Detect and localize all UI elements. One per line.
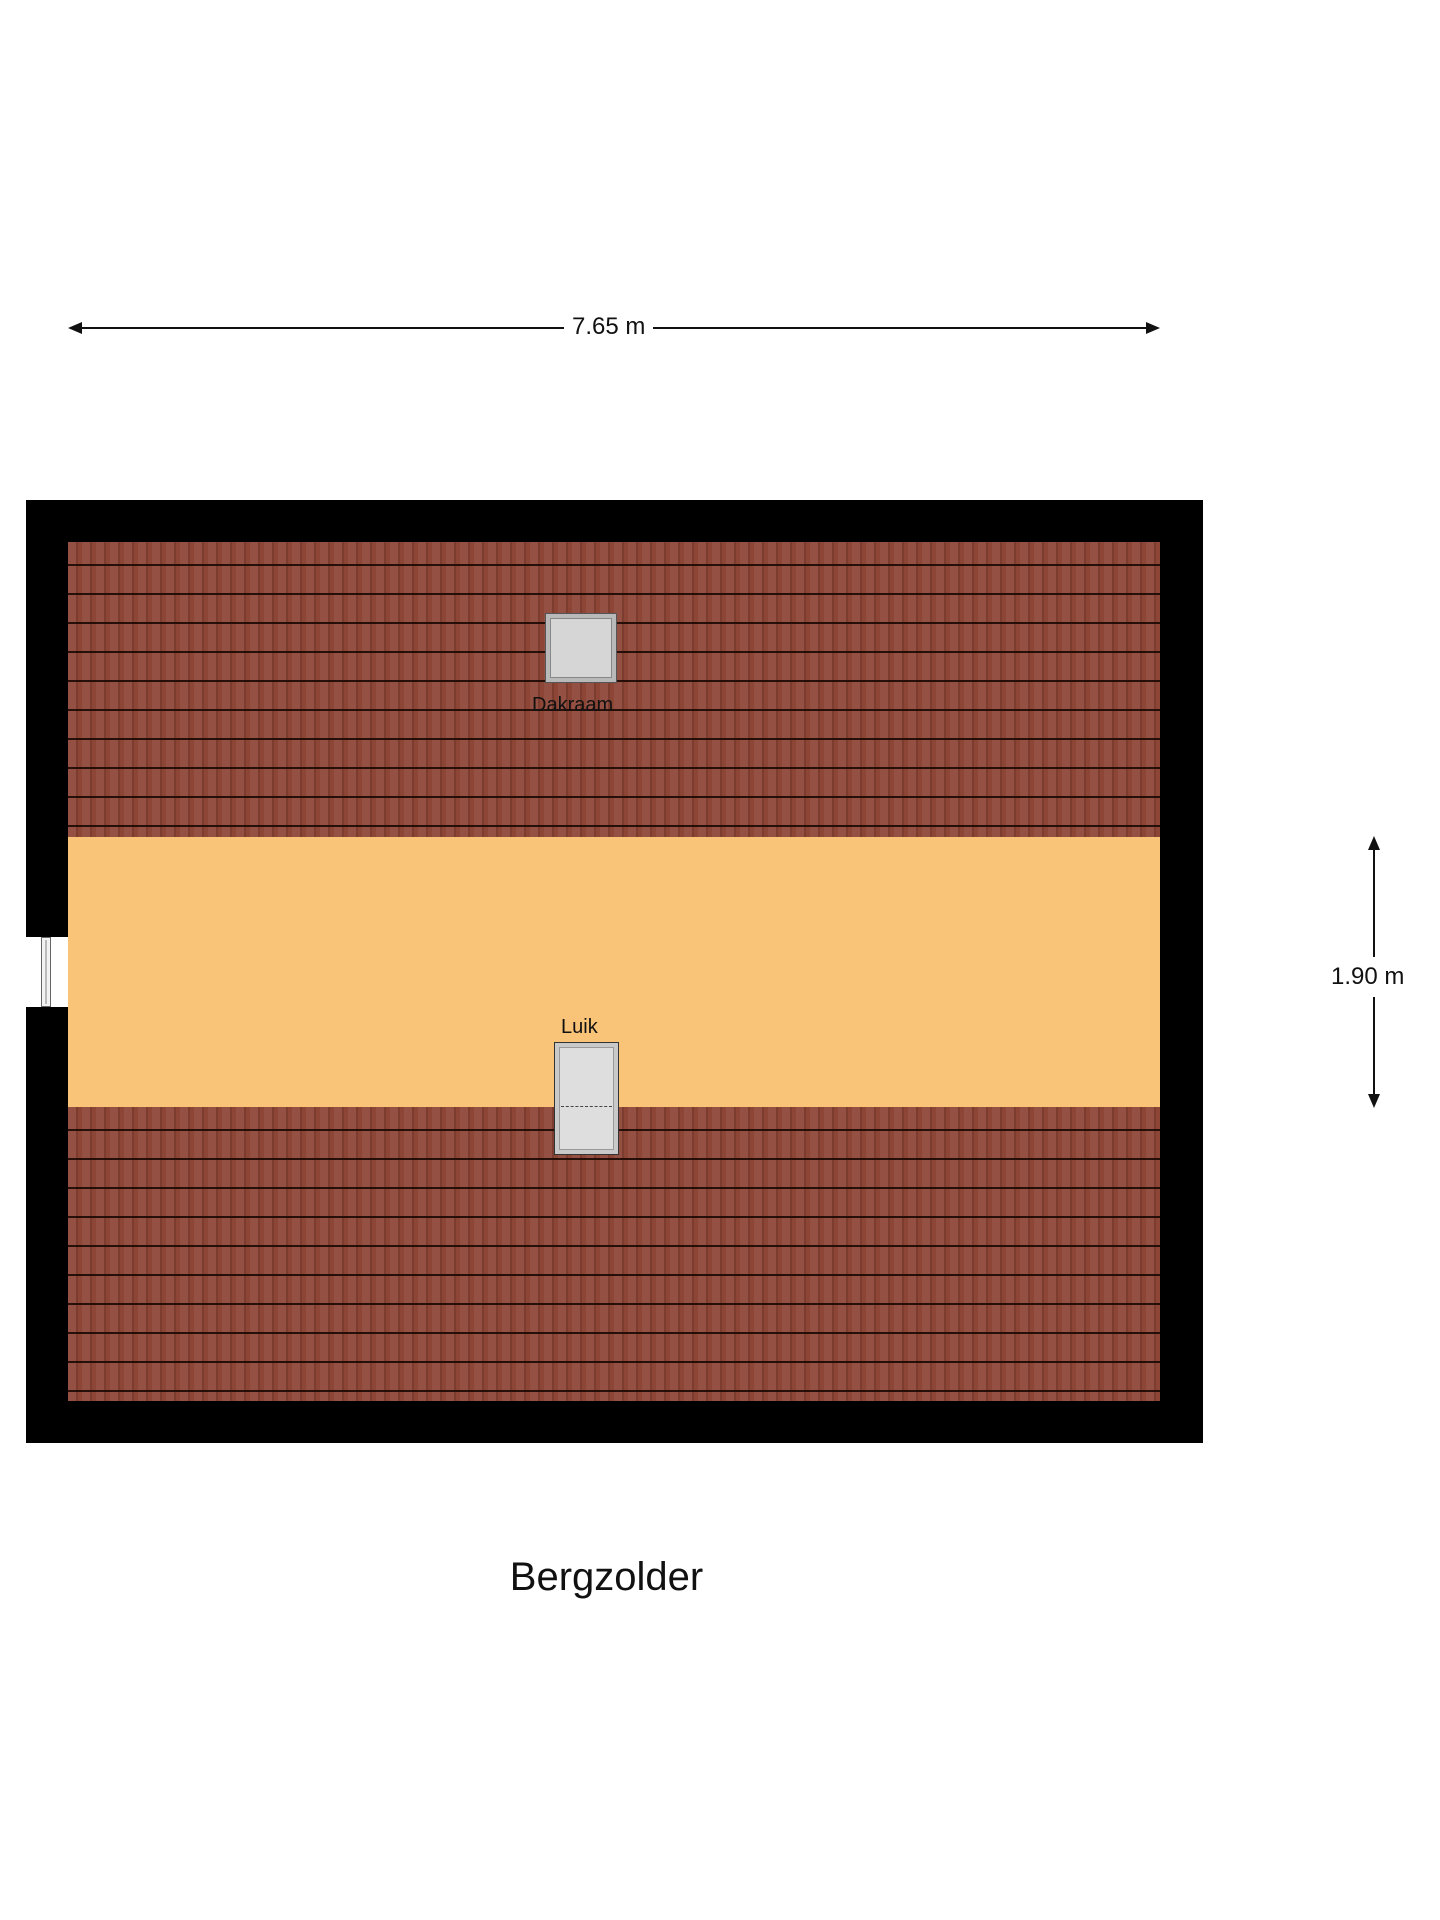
floor-title: Bergzolder (509, 1555, 704, 1599)
width-arrow-right-icon (1146, 322, 1160, 334)
hatch-label: Luik (561, 1016, 598, 1038)
skylight-icon (545, 613, 617, 683)
hatch-panel (559, 1047, 614, 1150)
width-arrow-left-icon (68, 322, 82, 334)
skylight-label: Dakraam (532, 694, 614, 716)
hatch-dashed-line (561, 1106, 612, 1107)
hatch-icon (554, 1042, 619, 1155)
roof-slope-bottom (68, 1107, 1160, 1401)
width-dimension-label: 7.65 m (564, 313, 654, 341)
height-arrow-up-icon (1368, 836, 1380, 850)
height-arrow-down-icon (1368, 1094, 1380, 1108)
skylight-glass (550, 618, 612, 678)
roof-slope-top (68, 542, 1160, 837)
height-dimension-label: 1.90 m (1329, 957, 1407, 997)
door-icon (41, 937, 51, 1007)
